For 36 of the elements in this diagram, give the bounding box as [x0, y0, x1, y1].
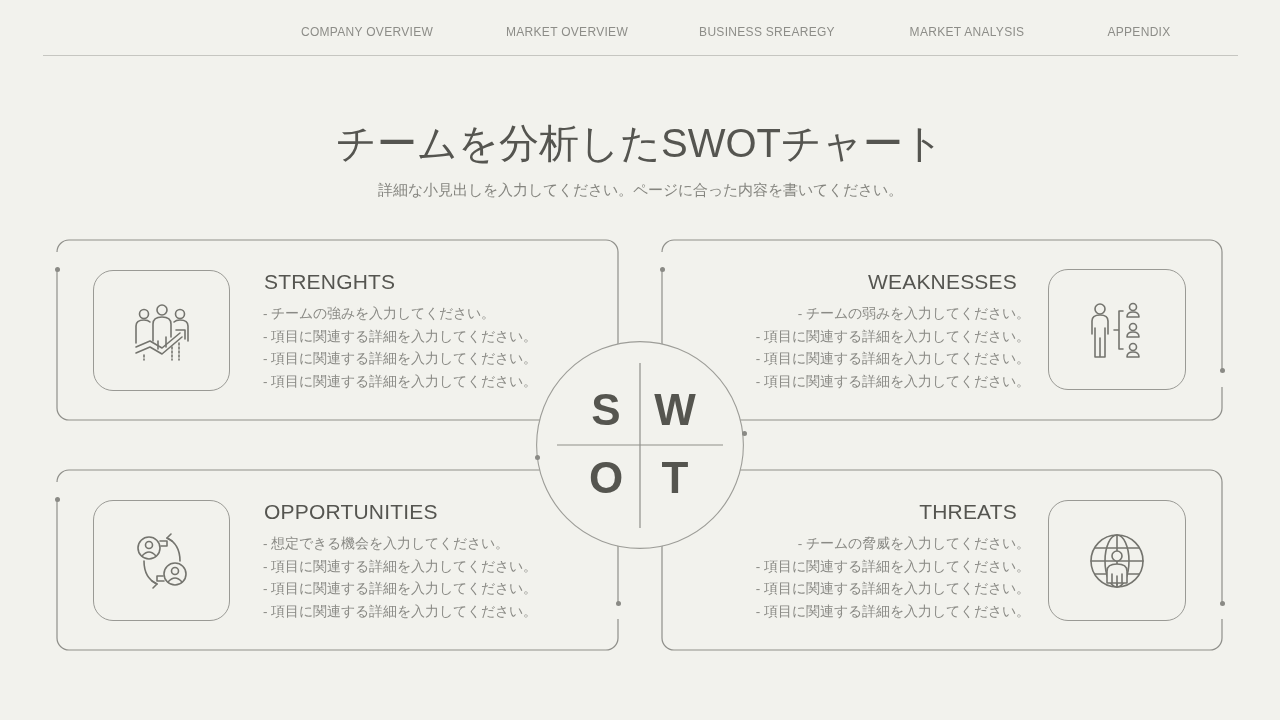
- swot-letter: W: [654, 387, 696, 433]
- bullet-text: - 項目に関連する詳細を入力してください。: [263, 350, 538, 369]
- nav-link: MARKET OVERVIEW: [505, 25, 629, 39]
- bullet-text: - 項目に関連する詳細を入力してください。: [263, 580, 538, 599]
- nav-link: APPENDIX: [1107, 25, 1171, 39]
- bullet-text: - 項目に関連する詳細を入力してください。: [755, 327, 1030, 346]
- bullet-text: - 項目に関連する詳細を入力してください。: [263, 557, 538, 576]
- nav-link: COMPANY OVERVIEW: [300, 25, 434, 39]
- bullet-text: - 項目に関連する詳細を入力してください。: [755, 350, 1030, 369]
- nav-link: BUSINESS SREAREGY: [699, 25, 835, 39]
- card-heading: WEAKNESSES: [867, 269, 1017, 295]
- bullet-text: - 項目に関連する詳細を入力してください。: [263, 327, 538, 346]
- card-heading: STRENGHTS: [264, 269, 396, 295]
- title: チームを分析したSWOTチャート: [336, 120, 944, 167]
- swot-letter: S: [591, 387, 621, 433]
- bullet-text: - 項目に関連する詳細を入力してください。: [755, 373, 1030, 392]
- bullet-text: - 項目に関連する詳細を入力してください。: [755, 603, 1030, 622]
- bullet-text: - チームの弱みを入力してください。: [797, 305, 1030, 323]
- bullet-text: - チームの脅威を入力してください。: [797, 535, 1030, 553]
- icon-frame: [1048, 269, 1186, 390]
- bullet-text: - 項目に関連する詳細を入力してください。: [263, 603, 538, 622]
- swot-letter: O: [588, 455, 624, 501]
- bullet-text: - 項目に関連する詳細を入力してください。: [263, 373, 538, 392]
- card-heading: OPPORTUNITIES: [264, 499, 438, 525]
- bullet-text: - 項目に関連する詳細を入力してください。: [755, 580, 1030, 599]
- swot-circle: [536, 341, 744, 549]
- bullet-text: - 項目に関連する詳細を入力してください。: [755, 557, 1030, 576]
- icon-frame: [93, 500, 230, 621]
- icon-frame: [93, 270, 230, 391]
- bullet-text: - 想定できる機会を入力してください。: [263, 535, 510, 553]
- icon-frame: [1048, 500, 1186, 621]
- swot-letter: T: [661, 455, 689, 501]
- subtitle: 詳細な小見出しを入力してください。ページに合った内容を書いてください。: [377, 181, 903, 199]
- bullet-text: - チームの強みを入力してください。: [263, 305, 496, 323]
- card-heading: THREATS: [919, 499, 1017, 525]
- nav-link: MARKET ANALYSIS: [909, 25, 1025, 39]
